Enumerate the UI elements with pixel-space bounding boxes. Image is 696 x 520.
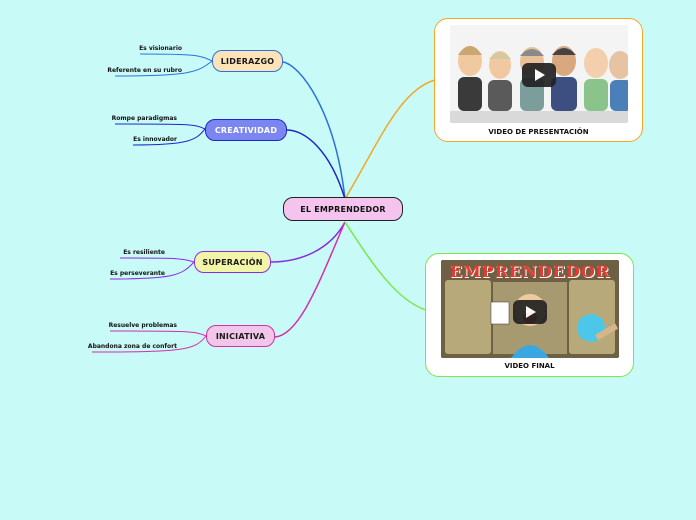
connector-video-final xyxy=(344,221,427,311)
branch-label-liderazgo: LIDERAZGO xyxy=(220,56,275,66)
branch-node-creatividad[interactable]: CREATIVIDAD xyxy=(205,119,287,141)
branch-node-liderazgo[interactable]: LIDERAZGO xyxy=(212,50,283,72)
connector-iniciativa xyxy=(274,221,346,338)
leaf-es-perseverante[interactable]: Es perseverante xyxy=(110,270,165,277)
leaf-line-abandona xyxy=(91,335,207,353)
branch-node-superacion[interactable]: SUPERACIÓN xyxy=(194,251,271,273)
connector-superacion xyxy=(270,221,346,263)
leaf-es-resiliente[interactable]: Es resiliente xyxy=(123,249,165,256)
leaf-line-rompe xyxy=(114,123,206,130)
connector-creatividad xyxy=(286,129,346,200)
play-icon[interactable] xyxy=(522,63,556,87)
leaf-es-visionario[interactable]: Es visionario xyxy=(139,45,182,52)
leaf-line-visionario xyxy=(139,53,213,62)
central-topic-label: EL EMPRENDEDOR xyxy=(300,204,386,214)
leaf-abandona-zona-de-confort[interactable]: Abandona zona de confort xyxy=(87,343,177,350)
leaf-line-referente xyxy=(114,60,213,77)
video-caption-presentacion: VIDEO DE PRESENTACIÓN xyxy=(488,128,589,136)
leaf-line-innovador xyxy=(132,128,206,146)
leaf-line-resiliente xyxy=(119,257,195,263)
branch-label-superacion: SUPERACIÓN xyxy=(202,257,263,267)
branch-label-iniciativa: INICIATIVA xyxy=(215,331,266,341)
thumbnail-title: EMPRENDEDOR xyxy=(449,262,611,281)
leaf-line-resuelve xyxy=(109,330,207,337)
leaf-referente-en-su-rubro[interactable]: Referente en su rubro xyxy=(107,67,182,74)
central-topic-node[interactable]: EL EMPRENDEDOR xyxy=(283,197,403,221)
connector-liderazgo xyxy=(282,61,346,200)
play-icon[interactable] xyxy=(513,300,547,324)
video-card-final[interactable]: EMPRENDEDOR VIDEO FINAL xyxy=(425,253,634,377)
emprendedor-whiteboard-thumbnail[interactable]: EMPRENDEDOR xyxy=(441,260,619,358)
leaf-line-perseverante xyxy=(109,261,195,280)
leaf-resuelve-problemas[interactable]: Resuelve problemas xyxy=(108,322,177,329)
cartoon-characters-thumbnail[interactable] xyxy=(450,25,628,123)
leaf-rompe-paradigmas[interactable]: Rompe paradigmas xyxy=(111,115,177,122)
branch-node-iniciativa[interactable]: INICIATIVA xyxy=(206,325,275,347)
video-card-presentacion[interactable]: VIDEO DE PRESENTACIÓN xyxy=(434,18,643,142)
connector-video-presentacion xyxy=(344,79,436,200)
video-caption-final: VIDEO FINAL xyxy=(504,362,555,370)
branch-label-creatividad: CREATIVIDAD xyxy=(214,125,278,135)
leaf-es-innovador[interactable]: Es innovador xyxy=(133,136,177,143)
